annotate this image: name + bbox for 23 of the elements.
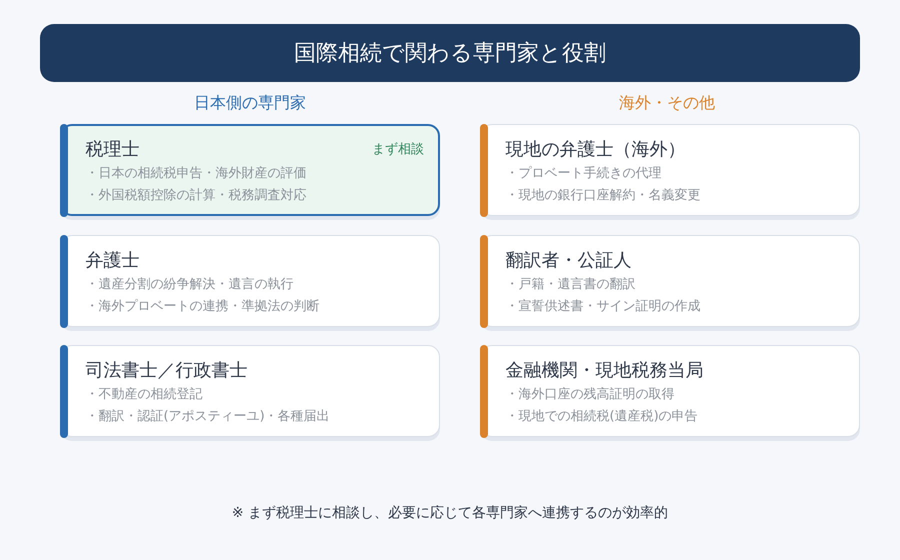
bullet-item: ・プロベート手続きの代理 bbox=[506, 166, 662, 180]
bullet-item: ・外国税額控除の計算・税務調査対応 bbox=[86, 188, 306, 202]
bullet-item: ・不動産の相続登記 bbox=[86, 386, 202, 402]
bullet-item: ・戸籍・遺言書の翻訳 bbox=[506, 276, 636, 292]
column-heading: 日本側の専門家 bbox=[194, 92, 306, 114]
bullet-item: ・現地での相続税(遺産税)の申告 bbox=[506, 408, 698, 424]
card-heading: 税理士 bbox=[86, 138, 140, 162]
bullet-item: ・日本の相続税申告・海外財産の評価 bbox=[86, 166, 306, 180]
title-banner: 国際相続で関わる専門家と役割 bbox=[40, 24, 860, 82]
footnote: ※ まず税理士に相談し、必要に応じて各専門家へ連携するのが効率的 bbox=[232, 504, 668, 523]
card-heading: 弁護士 bbox=[86, 248, 140, 272]
bullet-item: ・海外口座の残高証明の取得 bbox=[506, 386, 674, 402]
bullet-item: ・遺産分割の紛争解決・遺言の執行 bbox=[86, 276, 294, 292]
column-heading: 海外・その他 bbox=[619, 92, 715, 114]
bullet-item: ・翻訳・認証(アポスティーユ)・各種届出 bbox=[86, 408, 330, 424]
bullet-item: ・海外プロベートの連携・準拠法の判断 bbox=[86, 298, 320, 314]
card-heading: 翻訳者・公証人 bbox=[506, 248, 632, 272]
card-heading: 司法書士／行政書士 bbox=[86, 358, 248, 382]
bullet-item: ・宣誓供述書・サイン証明の作成 bbox=[506, 298, 700, 314]
card-heading: 金融機関・現地税務当局 bbox=[506, 358, 704, 382]
card-heading: 現地の弁護士（海外） bbox=[506, 138, 686, 162]
bullet-item: ・現地の銀行口座解約・名義変更 bbox=[506, 188, 700, 202]
priority-note: まず相談 bbox=[372, 140, 424, 158]
